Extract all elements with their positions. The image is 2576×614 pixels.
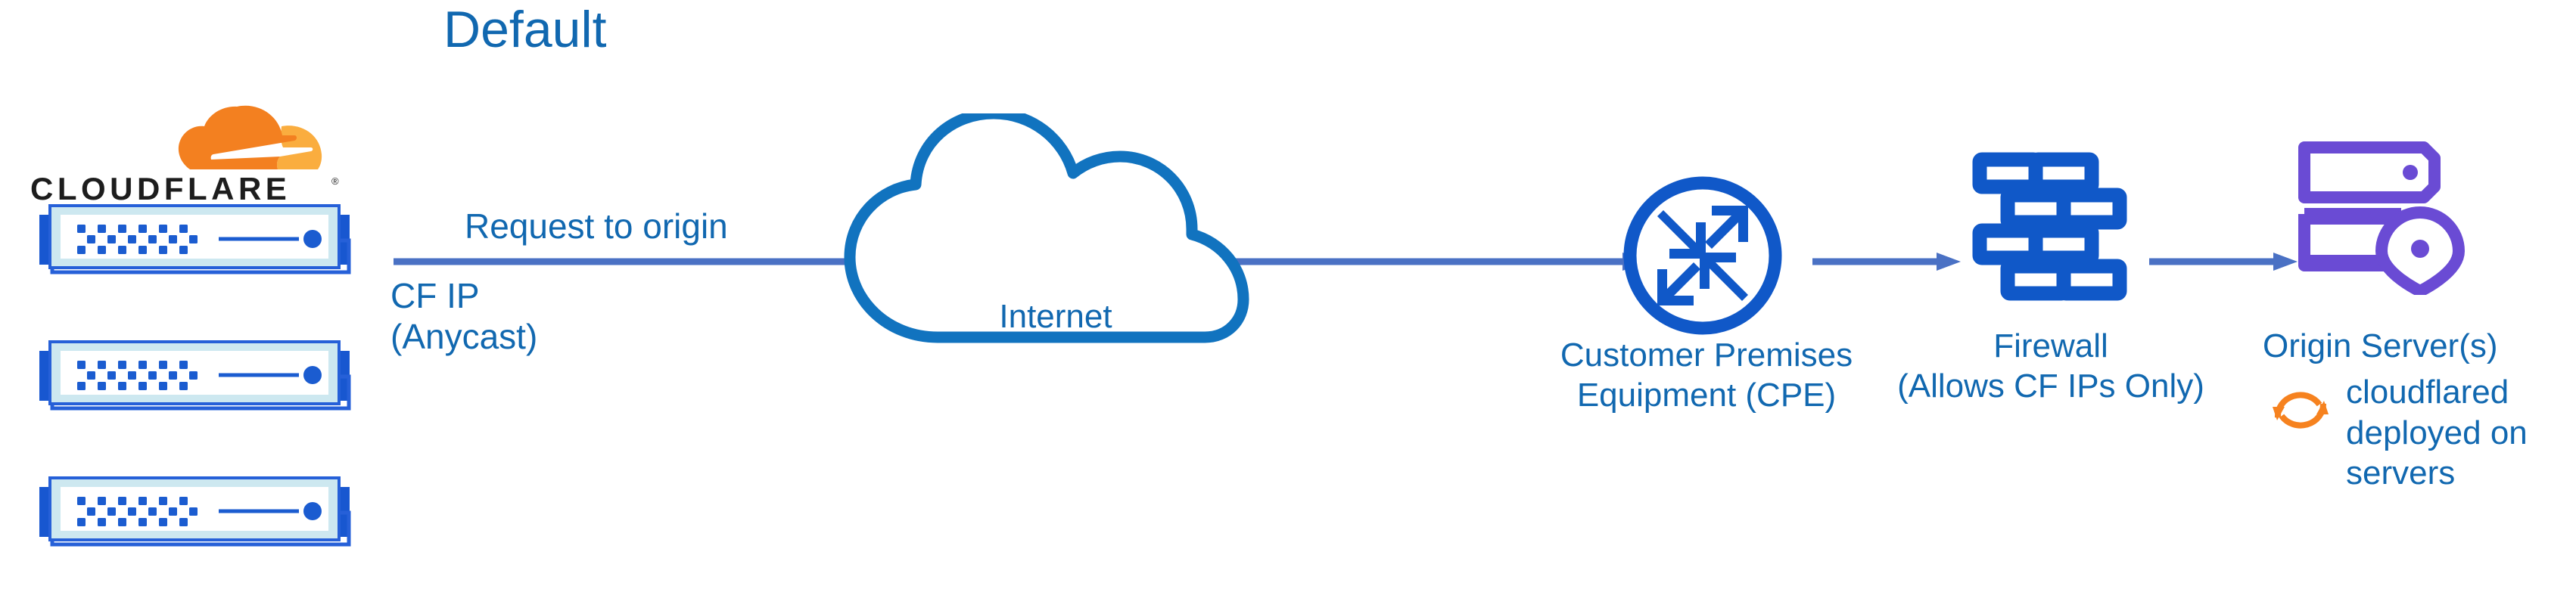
arrow-right-icon — [1812, 253, 1961, 271]
cloudflare-logo: CLOUDFLARE ® — [30, 104, 348, 206]
cloudflared-line-3: servers — [2346, 454, 2456, 492]
cloudflared-line-1: cloudflared — [2346, 374, 2509, 411]
arrow-right-icon — [2149, 253, 2298, 271]
cpe-label-line-2: Equipment (CPE) — [1576, 376, 1837, 414]
cloudflared-text: cloudflared deployed on servers — [2346, 372, 2573, 494]
cloudflared-line-2: deployed on — [2346, 414, 2528, 451]
page-title: Default — [443, 1, 607, 58]
cloudflared-note: cloudflared deployed on servers — [2266, 372, 2569, 508]
router-device-icon — [39, 476, 351, 547]
server-rack-icon — [2298, 141, 2466, 295]
router-device-icon — [39, 340, 351, 411]
origin-server-label: Origin Server(s) — [2263, 327, 2512, 367]
firewall-label-line-1: Firewall — [1993, 327, 2108, 364]
cloudflare-cloud-icon — [178, 105, 322, 169]
cloudflare-wordmark: CLOUDFLARE ® — [30, 171, 339, 206]
svg-text:®: ® — [331, 175, 339, 187]
cf-ip-line-1: CF IP — [390, 276, 480, 315]
internet-label: Internet — [999, 298, 1112, 335]
cpe-label: Customer Premises Equipment (CPE) — [1544, 336, 1869, 416]
sync-refresh-icon — [2273, 392, 2329, 429]
request-to-origin-label: Request to origin — [465, 206, 728, 246]
firewall-label: Firewall (Allows CF IPs Only) — [1884, 327, 2217, 407]
cf-ip-label: CF IP (Anycast) — [390, 275, 537, 358]
location-pin-icon — [2375, 206, 2466, 295]
firewall-label-line-2: (Allows CF IPs Only) — [1897, 367, 2204, 405]
svg-text:CLOUDFLARE: CLOUDFLARE — [30, 171, 291, 206]
cloud-outline-icon — [844, 113, 1249, 343]
cpe-label-line-1: Customer Premises — [1560, 336, 1853, 374]
router-device-icon — [39, 204, 351, 274]
brick-wall-icon — [1972, 152, 2127, 301]
router-arrows-circle-icon — [1623, 176, 1782, 335]
cf-ip-line-2: (Anycast) — [390, 317, 538, 357]
origin-server-label-line-1: Origin Server(s) — [2263, 327, 2498, 364]
